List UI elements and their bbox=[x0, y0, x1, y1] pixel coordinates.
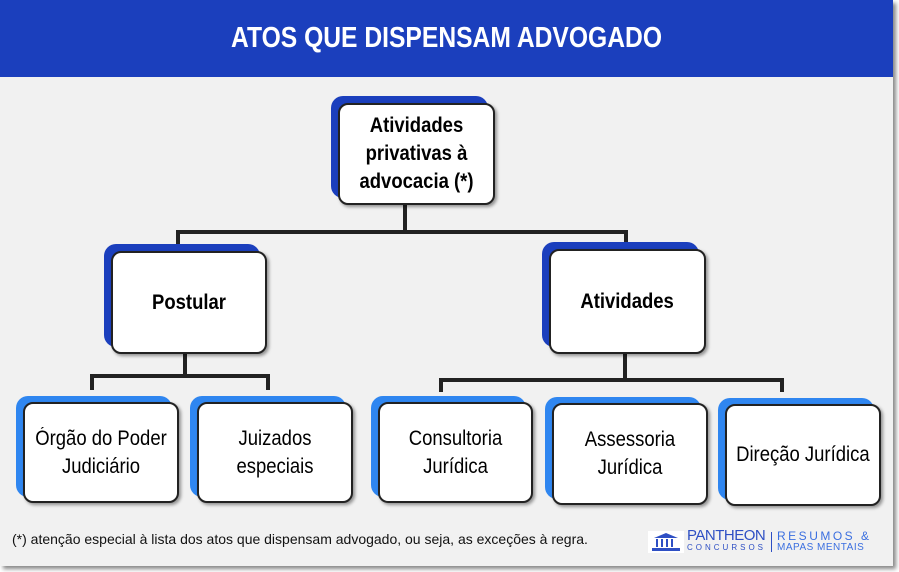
connector bbox=[439, 378, 784, 382]
node-atividades: Atividades bbox=[549, 249, 706, 354]
leaf-consultoria: Consultoria Jurídica bbox=[378, 402, 533, 503]
leaf-juizados-especiais: Juizados especiais bbox=[197, 402, 353, 503]
leaf-label: Direção Jurídica bbox=[736, 443, 870, 466]
connector bbox=[176, 230, 628, 234]
logo-tag1: RESUMOS & bbox=[777, 529, 872, 543]
leaf-assessoria: Assessoria Jurídica bbox=[552, 403, 708, 505]
root-node: Atividades privativas à advocacia (*) bbox=[338, 103, 495, 205]
footnote: (*) atenção especial à lista dos atos qu… bbox=[12, 531, 588, 547]
page-title: ATOS QUE DISPENSAM ADVOGADO bbox=[0, 0, 893, 77]
connector bbox=[403, 205, 407, 233]
connector bbox=[176, 230, 180, 246]
node-postular: Postular bbox=[111, 251, 267, 354]
connector bbox=[623, 354, 627, 380]
title-text: ATOS QUE DISPENSAM ADVOGADO bbox=[231, 22, 662, 54]
connector bbox=[90, 374, 94, 390]
node-label: Postular bbox=[152, 290, 226, 314]
connector bbox=[90, 374, 270, 378]
connector bbox=[780, 378, 784, 392]
connector bbox=[266, 374, 270, 390]
leaf-label: Juizados especiais bbox=[236, 426, 314, 478]
pantheon-temple-icon bbox=[648, 531, 684, 553]
logo-brand: PANTHEON bbox=[687, 527, 766, 544]
leaf-label: Órgão do Poder Judiciário bbox=[35, 426, 167, 478]
node-label: Atividades bbox=[580, 289, 675, 313]
connector bbox=[439, 378, 443, 392]
leaf-orgao-judiciario: Órgão do Poder Judiciário bbox=[23, 402, 179, 503]
leaf-label: Consultoria Jurídica bbox=[408, 426, 503, 478]
logo-tag2: MAPAS MENTAIS bbox=[777, 542, 865, 553]
leaf-label: Assessoria Jurídica bbox=[584, 428, 676, 479]
leaf-direcao: Direção Jurídica bbox=[725, 404, 881, 506]
logo-sub: CONCURSOS bbox=[687, 543, 767, 552]
pantheon-logo: PANTHEON CONCURSOS RESUMOS & MAPAS MENTA… bbox=[648, 527, 872, 554]
connector bbox=[183, 354, 187, 376]
root-label: Atividades privativas à advocacia (*) bbox=[359, 114, 474, 193]
connector bbox=[624, 230, 628, 246]
